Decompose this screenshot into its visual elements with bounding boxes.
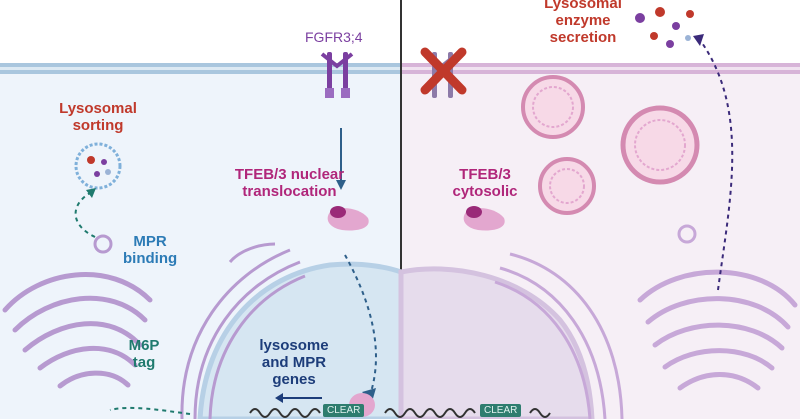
dna-icon [249,408,551,418]
right-plasma-membrane [401,63,800,74]
secretion-arrow [699,39,734,291]
m6p-tag-label: M6P tag [122,337,166,372]
tfeb-cytosolic-label: TFEB/3 cytosolic [437,166,533,201]
lysosome-icon [521,75,700,215]
mpr-vesicle [93,234,113,254]
lysosomal-sorting-label: Lysosomal sorting [52,100,144,135]
clear-box-right: CLEAR [480,404,522,417]
fgfr-receptor-icon [320,52,354,98]
m6p-tag-line-2: tag [132,353,156,371]
lysosomal-sorting-line-2: sorting [72,116,124,134]
transcription-arrowhead [275,393,283,403]
genes-line-1: lysosome [259,337,329,354]
right-endoplasmic-reticulum [494,252,624,419]
sorting-arrowhead [86,188,96,198]
enzyme-icon [635,7,694,48]
clear-box-left: CLEAR [323,404,365,417]
tfeb-cytosolic-line-1: TFEB/3 [459,166,511,183]
tfeb-nuclear-line-2: translocation [242,182,337,200]
m6p-tag-line-1: M6P [128,337,160,354]
x-cross-icon [420,47,467,95]
mpr-binding-label: MPR binding [123,233,178,268]
secretion-line-2: enzyme [555,11,611,29]
right-vesicle [677,224,697,244]
export-arrow [109,406,191,415]
secretion-label: Lysosomal enzyme secretion [533,0,633,46]
right-nucleus [398,266,595,419]
left-nucleus [197,261,404,419]
tfeb-nuclear-label: TFEB/3 nuclear translocation [212,166,367,201]
secretion-line-3: secretion [549,28,617,46]
genes-label: lysosome and MPR genes [246,337,342,388]
left-lysosome-icon [74,142,122,190]
left-endoplasmic-reticulum [180,242,306,419]
genes-line-2: and MPR [261,353,327,371]
tfeb-import-path [344,254,377,396]
tfeb-protein-icon [327,206,369,231]
genes-line-3: genes [272,370,316,388]
tfeb-nuclear-line-1: TFEB/3 nuclear [234,166,345,183]
secretion-arrowhead [693,34,704,46]
lysosomal-sorting-line-1: Lysosomal [59,100,137,117]
right-golgi-icon [637,269,798,391]
cytosolic-tfeb-icon [463,206,505,231]
secretion-line-1: Lysosomal [544,0,622,12]
fgfr-label: FGFR3;4 [305,29,363,45]
golgi-icon [2,272,153,389]
mpr-binding-line-2: binding [123,249,178,267]
tfeb-cytosolic-line-2: cytosolic [452,182,518,200]
signal-arrowhead [336,180,346,190]
left-plasma-membrane [0,63,401,74]
mpr-binding-line-1: MPR [133,233,167,250]
